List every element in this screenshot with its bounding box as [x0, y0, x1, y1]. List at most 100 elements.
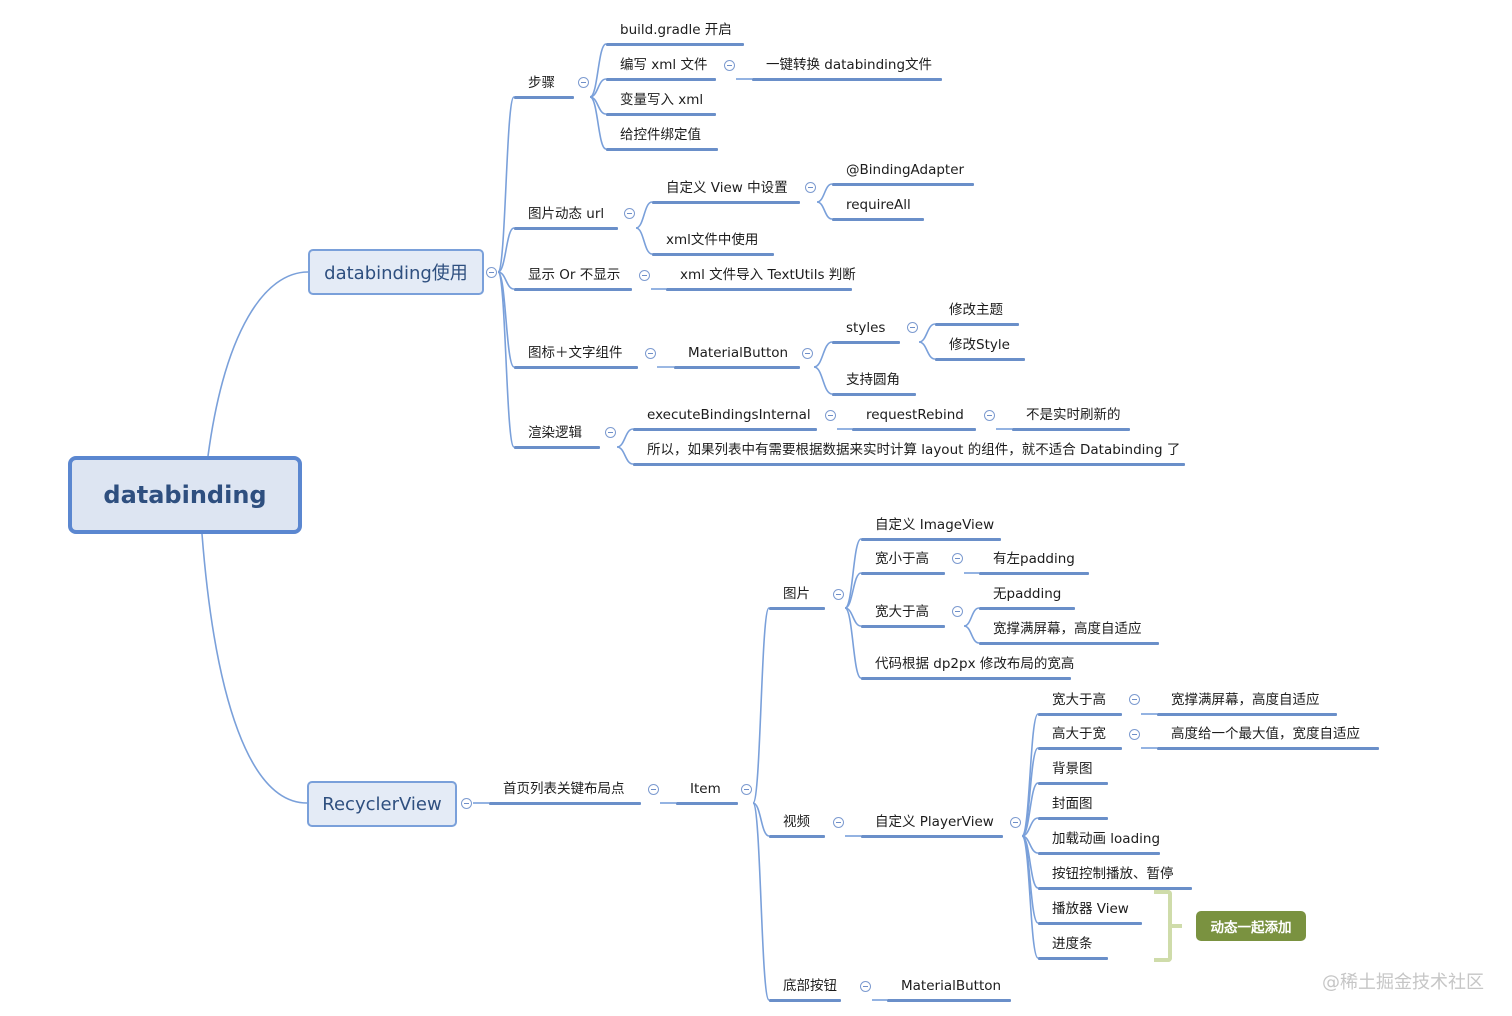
collapse-toggle-width-gt-height[interactable]	[951, 605, 963, 617]
node-video[interactable]: 视频	[783, 814, 810, 830]
collapse-toggle-write-xml[interactable]	[723, 59, 735, 71]
collapse-toggle-request-rebind[interactable]	[983, 409, 995, 421]
node-home-list-key-layout[interactable]: 首页列表关键布局点	[503, 781, 625, 797]
connector-item-bottom_button	[752, 802, 770, 1001]
connector-item-image	[752, 607, 770, 804]
connector-player-background_image	[1021, 782, 1039, 837]
root-node-databinding[interactable]: databinding	[68, 456, 302, 534]
node-icon-text-widget[interactable]: 图标＋文字组件	[528, 345, 623, 361]
node-custom-playerview[interactable]: 自定义 PlayerView	[875, 814, 994, 830]
watermark: @稀土掘金技术社区	[1322, 972, 1484, 993]
node-progress-bar-underline	[1038, 957, 1108, 960]
node-build-gradle[interactable]: build.gradle 开启	[620, 22, 732, 38]
connector-custom-view-binding_adapter	[816, 183, 833, 203]
node-modify-style-underline	[935, 358, 1025, 361]
node-binding-adapter[interactable]: @BindingAdapter	[846, 162, 965, 178]
node-left-padding[interactable]: 有左padding	[993, 551, 1075, 567]
node-modify-style[interactable]: 修改Style	[949, 337, 1010, 353]
connector-player-progress_bar	[1021, 835, 1039, 959]
node-bottom-material-button[interactable]: MaterialButton	[901, 978, 1002, 994]
collapse-toggle-recyclerview[interactable]	[460, 797, 472, 809]
node-home-list-key-layout-underline	[489, 802, 641, 805]
node-steps[interactable]: 步骤	[528, 75, 555, 91]
node-conclusion[interactable]: 所以，如果列表中有需要根据数据来实时计算 layout 的组件，就不适合 Dat…	[647, 442, 1181, 458]
node-one-click-convert[interactable]: 一键转换 databinding文件	[766, 57, 933, 73]
node-image-underline	[769, 607, 825, 610]
node-width-lt-height[interactable]: 宽小于高	[875, 551, 929, 567]
node-show-or-hide[interactable]: 显示 Or 不显示	[528, 267, 621, 283]
collapse-toggle-styles[interactable]	[906, 321, 918, 333]
node-width-gt-height[interactable]: 宽大于高	[875, 604, 929, 620]
connector-root-databinding-usage	[207, 271, 309, 457]
collapse-toggle-item[interactable]	[740, 783, 752, 795]
collapse-toggle-video-height-gt-width[interactable]	[1128, 728, 1140, 740]
connector-player-v_width_gt_height	[1021, 713, 1039, 837]
collapse-toggle-execute-bindings[interactable]	[824, 409, 836, 421]
node-image-url-underline	[514, 227, 618, 230]
node-render-logic-underline	[514, 446, 600, 449]
node-item[interactable]: Item	[690, 781, 721, 797]
node-execute-bindings[interactable]: executeBindingsInternal	[647, 407, 811, 423]
node-video-height-gt-width[interactable]: 高大于宽	[1052, 726, 1106, 742]
node-material-button-underline	[674, 366, 800, 369]
node-dp2px-code[interactable]: 代码根据 dp2px 修改布局的宽高	[875, 656, 1075, 672]
collapse-toggle-home-list-key-layout[interactable]	[647, 783, 659, 795]
collapse-toggle-icon-text-widget[interactable]	[644, 347, 656, 359]
node-image[interactable]: 图片	[783, 586, 810, 602]
node-no-padding[interactable]: 无padding	[993, 586, 1062, 602]
node-fill-width-auto-height[interactable]: 宽撑满屏幕，高度自适应	[993, 621, 1142, 637]
node-rounded-corners[interactable]: 支持圆角	[846, 372, 900, 388]
node-request-rebind-underline	[852, 428, 976, 431]
node-custom-imageview[interactable]: 自定义 ImageView	[875, 517, 995, 533]
callout-add-together[interactable]: 动态一起添加	[1196, 911, 1306, 941]
node-render-logic[interactable]: 渲染逻辑	[528, 425, 582, 441]
node-image-url[interactable]: 图片动态 url	[528, 206, 605, 222]
node-play-pause-button[interactable]: 按钮控制播放、暂停	[1052, 866, 1174, 882]
node-bottom-button-underline	[769, 999, 841, 1002]
collapse-toggle-render-logic[interactable]	[604, 426, 616, 438]
node-import-textutils[interactable]: xml 文件导入 TextUtils 判断	[680, 267, 856, 283]
node-require-all[interactable]: requireAll	[846, 197, 911, 213]
collapse-toggle-video-width-gt-height[interactable]	[1128, 693, 1140, 705]
node-video-width-gt-height[interactable]: 宽大于高	[1052, 692, 1106, 708]
collapse-toggle-video[interactable]	[832, 816, 844, 828]
node-request-rebind[interactable]: requestRebind	[866, 407, 964, 423]
collapse-toggle-material-button[interactable]	[801, 347, 813, 359]
node-vars-into-xml[interactable]: 变量写入 xml	[620, 92, 704, 108]
connector-render-conclusion	[616, 446, 634, 465]
node-progress-bar[interactable]: 进度条	[1052, 936, 1093, 952]
collapse-toggle-steps[interactable]	[577, 76, 589, 88]
node-loading-animation[interactable]: 加载动画 loading	[1052, 831, 1161, 847]
node-background-image-underline	[1038, 782, 1108, 785]
collapse-toggle-width-lt-height[interactable]	[951, 552, 963, 564]
node-modify-theme[interactable]: 修改主题	[949, 302, 1003, 318]
node-bind-values[interactable]: 给控件绑定值	[620, 127, 701, 143]
node-video-fill-width[interactable]: 宽撑满屏幕，高度自适应	[1171, 692, 1320, 708]
connector-render-execute_bindings	[616, 428, 634, 448]
connector-steps-bind_values	[589, 96, 607, 150]
node-background-image[interactable]: 背景图	[1052, 761, 1093, 777]
group-bracket-tick	[1170, 924, 1182, 928]
collapse-toggle-custom-playerview[interactable]	[1009, 816, 1021, 828]
node-video-max-height[interactable]: 高度给一个最大值，宽度自适应	[1171, 726, 1360, 742]
node-custom-view-setting[interactable]: 自定义 View 中设置	[666, 180, 788, 196]
node-build-gradle-underline	[606, 43, 744, 46]
branch-databinding-usage[interactable]: databinding使用	[308, 249, 484, 295]
node-styles[interactable]: styles	[846, 320, 886, 336]
node-xml-file-usage[interactable]: xml文件中使用	[666, 232, 759, 248]
node-cover-image[interactable]: 封面图	[1052, 796, 1093, 812]
collapse-toggle-image-url[interactable]	[623, 207, 635, 219]
collapse-toggle-image[interactable]	[832, 588, 844, 600]
collapse-toggle-bottom-button[interactable]	[859, 980, 871, 992]
node-write-xml[interactable]: 编写 xml 文件	[620, 57, 708, 73]
node-steps-underline	[514, 96, 574, 99]
node-not-realtime[interactable]: 不是实时刷新的	[1026, 407, 1121, 423]
node-bottom-button[interactable]: 底部按钮	[783, 978, 837, 994]
branch-recyclerview[interactable]: RecyclerView	[307, 781, 457, 827]
collapse-toggle-databinding-usage[interactable]	[485, 266, 497, 278]
node-player-view[interactable]: 播放器 View	[1052, 901, 1129, 917]
collapse-toggle-custom-view-setting[interactable]	[804, 181, 816, 193]
collapse-toggle-show-or-hide[interactable]	[638, 269, 650, 281]
node-material-button[interactable]: MaterialButton	[688, 345, 789, 361]
